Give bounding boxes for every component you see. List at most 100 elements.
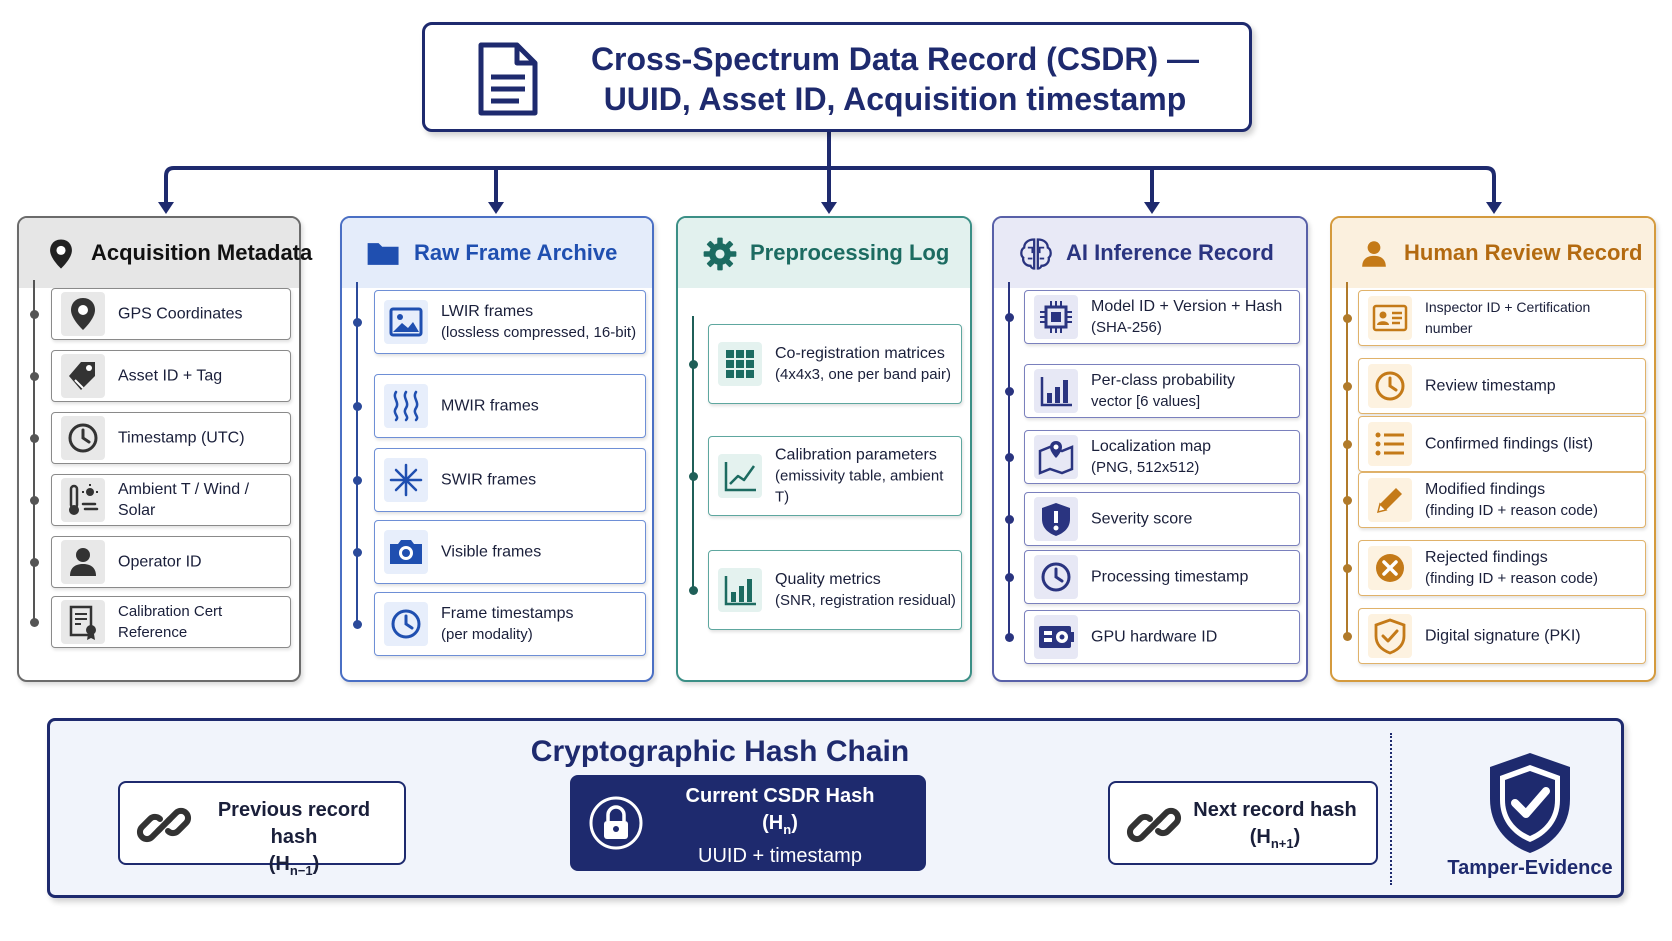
grid-icon — [726, 350, 754, 378]
item-label: Inspector ID + Certification number — [1425, 299, 1591, 336]
tamper-divider — [1390, 733, 1392, 885]
record-field-item: Review timestamp — [1358, 358, 1646, 414]
brain-icon — [1020, 238, 1052, 270]
record-field-item: Timestamp (UTC) — [51, 412, 291, 464]
connector-dot — [1004, 514, 1014, 524]
column-bus-line — [1346, 282, 1348, 636]
record-field-item: Model ID + Version + Hash(SHA-256) — [1024, 290, 1300, 344]
clock-icon — [1041, 562, 1071, 592]
certificate-icon — [69, 605, 96, 640]
record-field-item: Localization map (PNG, 512x512) — [1024, 430, 1300, 484]
link-icon — [136, 807, 192, 843]
item-icon-box — [1034, 295, 1078, 339]
item-icon-box — [718, 342, 762, 386]
folder-icon — [367, 243, 399, 265]
hash-chain-panel: Cryptographic Hash Chain Previous record… — [47, 718, 1624, 898]
connector-dot — [1004, 452, 1014, 462]
item-icon-box — [718, 454, 762, 498]
item-sublabel: (finding ID + reason code) — [1425, 502, 1599, 519]
item-icon-box — [384, 602, 428, 646]
previous-hash-symbol: H — [275, 853, 290, 875]
item-icon-box — [61, 292, 105, 336]
next-hash-symbol: H — [1256, 826, 1271, 848]
connector-dot — [1004, 312, 1014, 322]
record-field-item: Processing timestamp — [1024, 550, 1300, 604]
previous-hash-box: Previous record hash (Hn−1) — [118, 781, 406, 878]
item-label: Visible frames — [441, 543, 542, 561]
item-label: Processing timestamp — [1091, 568, 1249, 586]
connector-dot — [688, 585, 698, 595]
current-hash-label: Current CSDR Hash — [685, 785, 875, 807]
record-field-item: GPU hardware ID — [1024, 610, 1300, 664]
next-hash-box: Next record hash (Hn+1) — [1108, 781, 1378, 865]
line-chart-icon — [724, 462, 756, 492]
item-icon-box — [1368, 422, 1412, 466]
item-label: Severity score — [1091, 510, 1193, 528]
link-icon — [1126, 807, 1182, 843]
column-header: AI Inference Record — [994, 218, 1306, 288]
item-sublabel: (per modality) — [441, 626, 533, 643]
connector-dot — [352, 401, 362, 411]
hash-chain-title: Cryptographic Hash Chain — [530, 735, 910, 768]
item-icon-box — [718, 568, 762, 612]
record-field-item: Inspector ID + Certification number — [1358, 290, 1646, 346]
map-pin-icon — [50, 239, 72, 269]
item-label: Operator ID — [118, 553, 202, 571]
column-title: AI Inference Record — [1066, 240, 1274, 265]
item-label: Asset ID + Tag — [118, 367, 223, 385]
record-field-item: Modified findings (finding ID + reason co… — [1358, 472, 1646, 528]
record-field-item: Quality metrics(SNR, registration residu… — [708, 550, 962, 630]
list-icon — [1375, 432, 1404, 456]
record-field-item: Visible frames — [374, 520, 646, 584]
tag-icon — [69, 362, 95, 390]
item-icon-box — [384, 530, 428, 574]
connector-dot — [352, 619, 362, 629]
column-title: Human Review Record — [1404, 240, 1643, 265]
connector-dot — [29, 557, 39, 567]
item-icon-box — [1368, 546, 1412, 590]
record-field-item: Confirmed findings (list) — [1358, 416, 1646, 472]
item-icon-box — [384, 458, 428, 502]
shield-check-icon — [1374, 618, 1406, 655]
item-label: SWIR frames — [441, 471, 537, 489]
current-hash-symbol: H — [768, 812, 784, 834]
heat-waves-icon — [393, 390, 419, 422]
pencil-icon — [1376, 488, 1402, 514]
starburst-icon — [389, 463, 423, 497]
current-hash-detail: UUID + timestamp — [698, 845, 862, 867]
csdr-title-box: Cross-Spectrum Data Record (CSDR) — UUID… — [422, 22, 1252, 132]
item-label: Localization map — [1091, 438, 1212, 455]
item-sublabel: (SNR, registration residual) — [775, 592, 956, 609]
item-label: LWIR frames — [441, 303, 534, 320]
record-field-item: Operator ID — [51, 536, 291, 588]
item-sublabel: (finding ID + reason code) — [1425, 570, 1599, 587]
item-icon-box — [1034, 555, 1078, 599]
column-header: Preprocessing Log — [678, 218, 970, 288]
item-icon-box — [61, 600, 105, 644]
record-field-item: Severity score — [1024, 492, 1300, 546]
connector-dot — [1342, 439, 1352, 449]
item-sublabel: (lossless compressed, 16-bit) — [441, 324, 637, 341]
bar-chart-icon — [724, 576, 756, 606]
gear-icon — [703, 237, 737, 271]
column-header: Raw Frame Archive — [342, 218, 652, 288]
item-label: Modified findings — [1425, 481, 1546, 498]
item-label: Calibration Cert Reference — [118, 603, 223, 641]
record-field-item: Digital signature (PKI) — [1358, 608, 1646, 664]
column-title: Acquisition Metadata — [91, 240, 313, 265]
camera-icon — [390, 540, 422, 564]
item-sublabel: (PNG, 512x512) — [1091, 459, 1200, 476]
connector-dot — [29, 433, 39, 443]
record-field-item: MWIR frames — [374, 374, 646, 438]
record-field-item: SWIR frames — [374, 448, 646, 512]
record-field-item: Asset ID + Tag — [51, 350, 291, 402]
record-field-item: Calibration Cert Reference — [51, 596, 291, 648]
item-label: MWIR frames — [441, 397, 539, 415]
connector-dot — [1004, 386, 1014, 396]
shield-check-icon — [1490, 753, 1570, 853]
connector-dot — [688, 359, 698, 369]
item-label: Digital signature (PKI) — [1425, 627, 1581, 645]
item-icon-box — [1034, 435, 1078, 479]
item-label: Rejected findings — [1425, 549, 1548, 566]
